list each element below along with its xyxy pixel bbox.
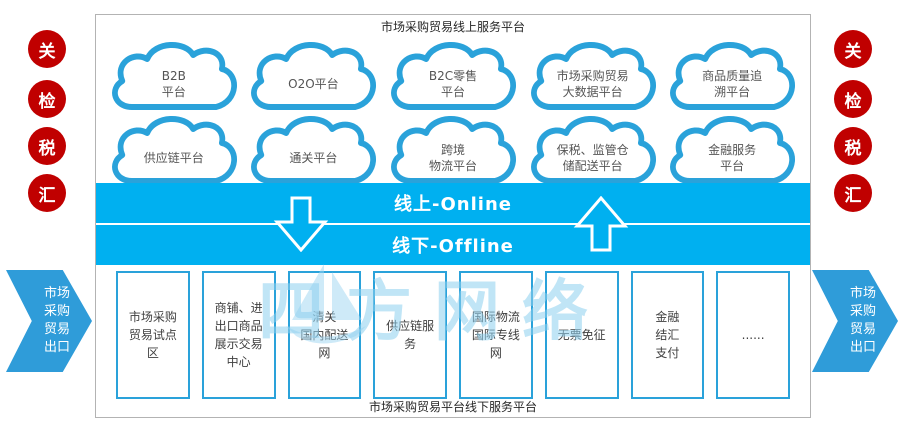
cloud-b2c-retail: B2C零售 平台 [386,37,520,121]
badge-customs-right: 关 [834,30,872,68]
cloud-icon [251,115,377,184]
badge-inspection-left: 检 [28,80,66,118]
cloud-bonded-warehouse: 保税、监管仓 储配送平台 [526,111,660,195]
cloud-row-2: 供应链平台 通关平台 跨境 物流平台 保税、监管仓 储配送平台 金融服务 平台 [104,111,802,195]
box-pilot-zone: 市场采购 贸易试点 区 [116,271,190,399]
online-offline-band: 线上-Online 线下-Offline [96,183,810,265]
box-supply-chain-service: 供应链服 务 [373,271,447,399]
cloud-icon [391,115,516,184]
box-customs-domestic-delivery: 清关 国内配送 网 [287,271,362,399]
badge-forex-left: 汇 [28,174,66,212]
cloud-quality-trace: 商品质量追 溯平台 [665,37,799,121]
box-exhibition-trade-center: 商铺、进 出口商品 展示交易 中心 [201,271,276,399]
cloud-financial-service: 金融服务 平台 [665,111,799,195]
online-platform-title: 市场采购贸易线上服务平台 [380,20,525,34]
cloud-label: 通关平台 [289,150,338,165]
cloud-bigdata: 市场采购贸易 大数据平台 [526,37,660,121]
cloud-icon [670,115,796,184]
box-finance-settlement: 金融 结汇 支付 [630,271,705,399]
cloud-icon [530,115,656,184]
offline-services-row: 市场采购 贸易试点 区 商铺、进 出口商品 展示交易 中心 清关 国内配送 网 … [116,271,790,399]
badge-inspection-right: 检 [834,80,872,118]
cloud-b2b: B2B 平台 [107,37,241,121]
badge-tax-left: 税 [28,127,66,165]
cloud-customs-clearance: 通关平台 [246,111,380,195]
cloud-label: 跨境 物流平台 [428,142,477,173]
cloud-icon [251,41,377,110]
cloud-label: B2C零售 平台 [428,68,478,99]
cloud-icon [111,41,237,110]
cloud-o2o: O2O平台 [246,37,380,121]
main-panel: 市场采购贸易线上服务平台 B2B 平台 O2O平台 B2C零售 平台 市场采购贸… [95,14,811,418]
cloud-icon [670,41,796,110]
cloud-label: 金融服务 平台 [708,142,757,173]
cloud-label: O2O平台 [288,76,339,91]
export-arrow-left: 市场 采购 贸易 出口 [6,270,92,372]
box-ellipsis: ...... [716,271,790,399]
box-tax-exemption: 无票免征 [544,271,619,399]
cloud-row-1: B2B 平台 O2O平台 B2C零售 平台 市场采购贸易 大数据平台 商品质量追… [104,37,802,121]
cloud-label: 商品质量追 溯平台 [702,68,763,99]
cloud-icon [391,41,516,110]
badge-forex-right: 汇 [834,174,872,212]
cloud-icon [111,115,237,184]
offline-label: 线下-Offline [392,236,514,257]
badge-tax-right: 税 [834,127,872,165]
cloud-label: 供应链平台 [143,150,204,165]
cloud-label: 市场采购贸易 大数据平台 [556,68,629,99]
band-divider [96,223,810,225]
cloud-icon [530,41,656,110]
export-arrow-right: 市场 采购 贸易 出口 [812,270,898,372]
cloud-cross-border-logistics: 跨境 物流平台 [386,111,520,195]
up-arrow-icon [573,196,629,252]
cloud-label: B2B 平台 [161,68,186,99]
cloud-supply-chain: 供应链平台 [107,111,241,195]
cloud-label: 保税、监管仓 储配送平台 [556,142,629,173]
online-label: 线上-Online [394,194,512,215]
offline-platform-title: 市场采购贸易平台线下服务平台 [368,400,537,414]
down-arrow-icon [273,196,329,252]
box-intl-logistics: 国际物流 国际专线 网 [459,271,533,399]
badge-customs-left: 关 [28,30,66,68]
